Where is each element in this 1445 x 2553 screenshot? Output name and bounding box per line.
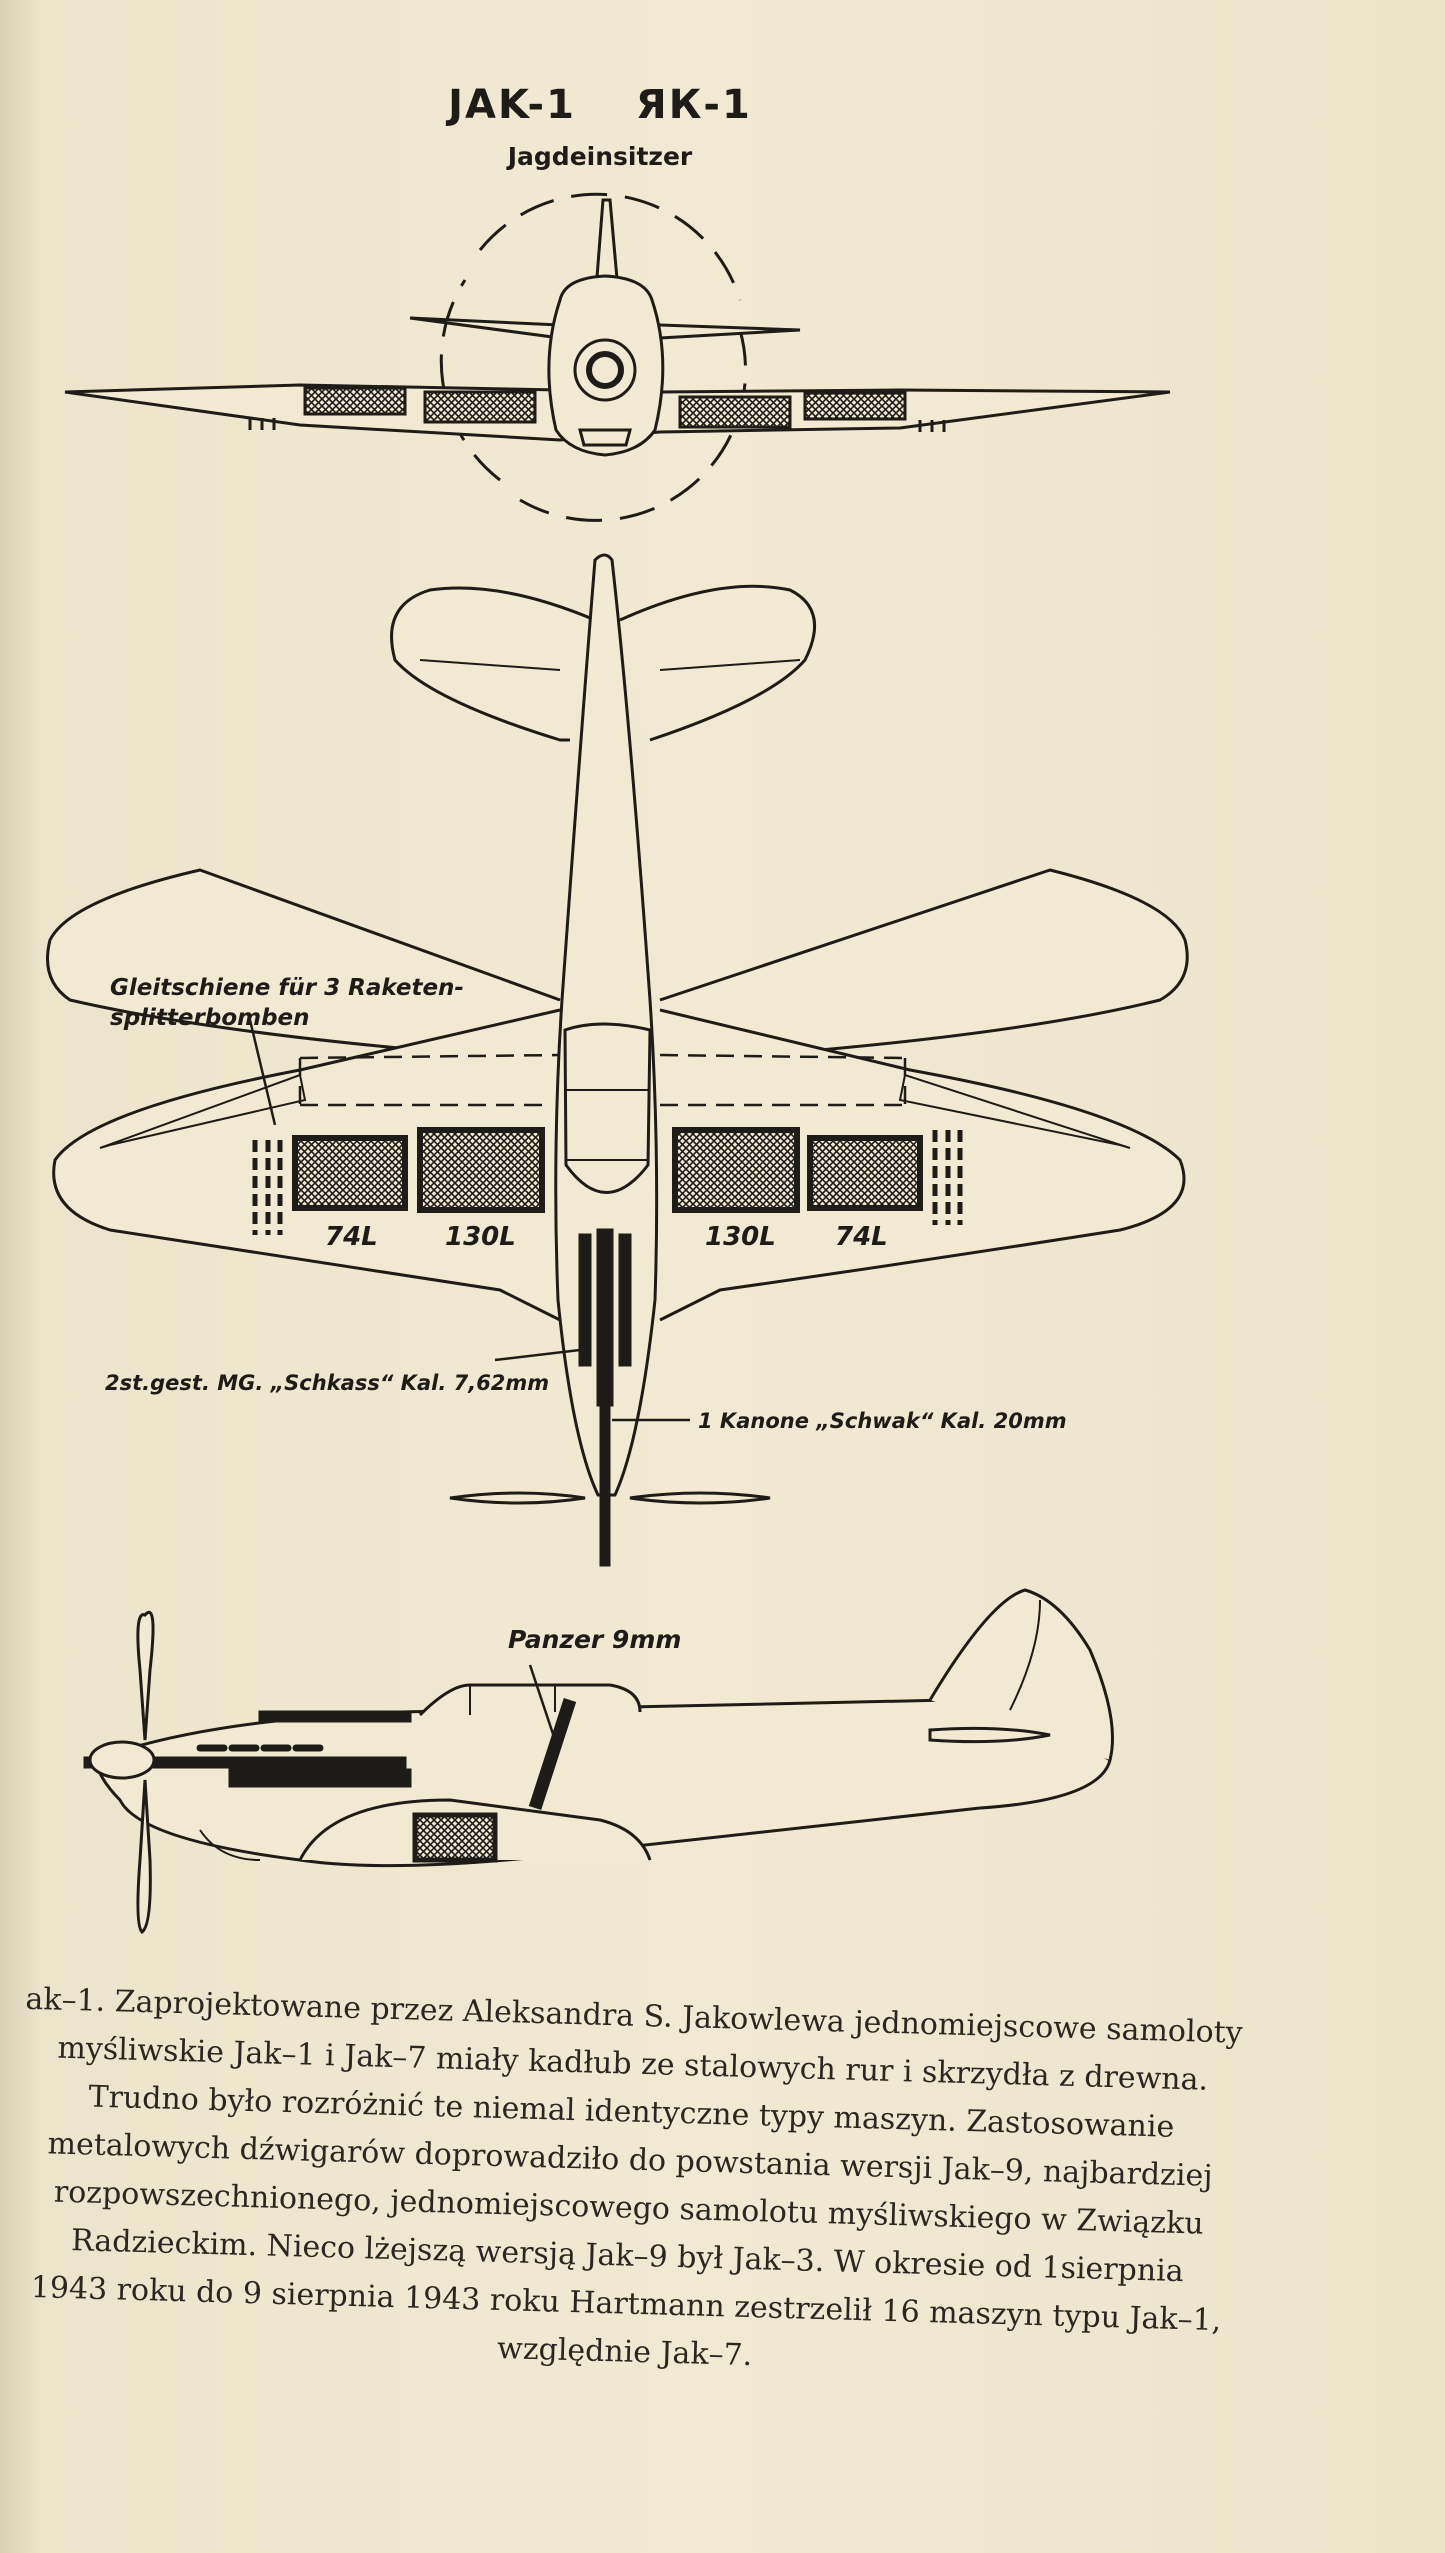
tank-label-inner-right: 130L — [705, 1222, 776, 1252]
cannon-label: 1 Kanone „Schwak“ Kal. 20mm — [698, 1409, 1067, 1433]
side-canopy — [418, 1683, 642, 1717]
diagram-labels: Gleitschiene für 3 Raketen- splitterbomb… — [105, 975, 1067, 1654]
canopy-top — [563, 1022, 652, 1194]
title-cyrillic: ЯК-1 — [635, 82, 752, 128]
side-fuel-tank — [412, 1812, 498, 1863]
side-spinner — [88, 1740, 156, 1780]
armor-label: Panzer 9mm — [508, 1625, 681, 1654]
propeller-blade — [136, 1779, 152, 1934]
mg-barrel — [578, 1233, 592, 1367]
fuel-tank-outer-right — [807, 1135, 923, 1211]
aileron-right — [898, 1073, 1131, 1149]
air-intake — [578, 428, 632, 447]
wing-tank — [303, 386, 407, 416]
side-view — [83, 1588, 1114, 1934]
tank-label-inner-left: 130L — [445, 1222, 516, 1252]
propeller-arc — [439, 279, 501, 482]
rocket-rail-left — [252, 1140, 283, 1235]
undercarriage — [248, 418, 946, 432]
diagram-subtitle: Jagdeinsitzer — [507, 142, 693, 171]
front-fuselage — [547, 274, 665, 457]
mg-barrel — [618, 1233, 632, 1367]
spinner — [573, 338, 637, 402]
fuel-tank-inner-right — [672, 1127, 800, 1213]
armor-plate — [528, 1697, 577, 1811]
tank-label-outer-left: 74L — [325, 1222, 378, 1252]
side-cannon — [83, 1756, 407, 1769]
fuel-tank-outer-left — [292, 1135, 408, 1211]
front-view — [64, 192, 1171, 522]
aileron-left — [99, 1073, 307, 1149]
wing-tank — [803, 391, 907, 421]
propeller-blade — [136, 1611, 155, 1741]
stabilizer-right — [619, 584, 817, 742]
rail-label-line1: Gleitschiene für 3 Raketen- — [110, 975, 464, 1001]
diagram-title: JAK-1 ЯК-1 — [0, 82, 1200, 128]
fuel-tank-inner-left — [417, 1127, 545, 1213]
side-tailplane — [928, 1726, 1051, 1744]
mg-label: 2st.gest. MG. „Schkass“ Kal. 7,62mm — [105, 1371, 549, 1395]
propeller-arc — [519, 329, 748, 522]
stabilizer-left — [390, 586, 596, 742]
wing-tank — [678, 395, 792, 429]
cannon-barrel — [596, 1228, 614, 1407]
figure-caption: ak–1. Zaprojektowane przez Aleksandra S.… — [0, 1975, 1270, 2394]
leader-line — [248, 1019, 690, 1422]
propeller-arc — [478, 192, 742, 301]
side-gun — [258, 1710, 412, 1723]
tank-label-outer-right: 74L — [835, 1222, 888, 1252]
wing-tank — [423, 390, 537, 424]
flap-line — [298, 1053, 907, 1107]
rail-label-line2: splitterbomben — [110, 1005, 310, 1031]
top-view — [46, 553, 1189, 1567]
leader-line — [528, 1664, 557, 1741]
aircraft-drawings: Gleitschiene für 3 Raketen- splitterbomb… — [46, 192, 1189, 1934]
side-fin — [928, 1588, 1114, 1761]
tailplane-small — [449, 1491, 771, 1505]
rocket-rail-right — [932, 1130, 963, 1225]
title-latin: JAK-1 — [448, 82, 576, 128]
